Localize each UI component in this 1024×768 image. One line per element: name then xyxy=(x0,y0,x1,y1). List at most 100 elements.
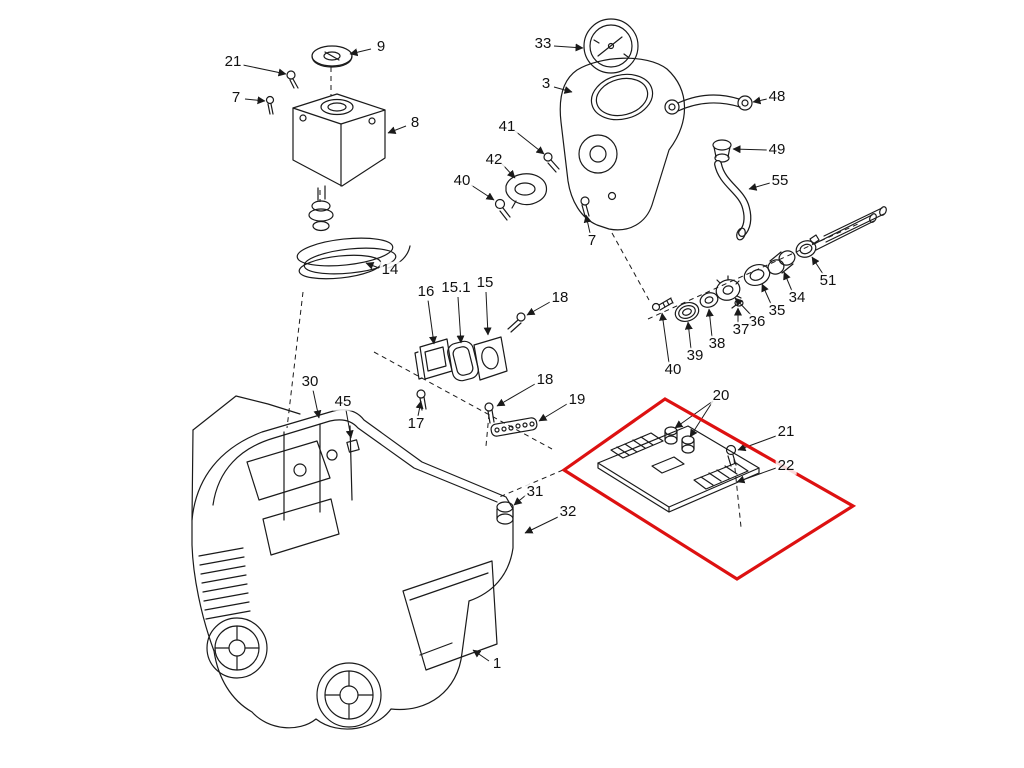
screw-21-pcb xyxy=(725,444,737,467)
leader-line xyxy=(811,256,824,275)
leader-line xyxy=(345,409,354,439)
terminal-block-left xyxy=(610,432,664,459)
fitting-49 xyxy=(712,139,732,163)
leader-line xyxy=(734,297,752,316)
part-label-42: 42 xyxy=(483,150,505,169)
coupler-34 xyxy=(767,250,796,275)
leader-line xyxy=(472,649,490,662)
clamp-51 xyxy=(795,234,820,258)
part-label-45: 45 xyxy=(332,392,354,411)
plate-15 xyxy=(473,336,508,381)
leader-line xyxy=(496,383,536,407)
part-label-21: 21 xyxy=(775,422,797,441)
part-label-34: 34 xyxy=(786,288,808,307)
washer-38 xyxy=(699,292,719,308)
screw-17 xyxy=(416,389,427,411)
leader-line xyxy=(705,308,714,338)
relay xyxy=(651,456,685,474)
part-label-8: 8 xyxy=(408,113,422,132)
construction-line xyxy=(373,351,553,450)
part-label-20: 20 xyxy=(710,386,732,405)
part-label-3: 3 xyxy=(539,74,553,93)
part-label-31: 31 xyxy=(524,482,546,501)
part-label-41: 41 xyxy=(496,117,518,136)
leader-line xyxy=(583,214,592,234)
leader-line xyxy=(514,130,545,155)
gauge-bracket-panel xyxy=(559,57,686,231)
construction-line xyxy=(496,469,564,499)
part-label-18: 18 xyxy=(549,288,571,307)
impeller-36 xyxy=(715,275,742,301)
leader-line xyxy=(242,64,287,77)
construction-line xyxy=(286,291,304,429)
terminal-strip-19 xyxy=(490,417,538,437)
leader-line xyxy=(387,125,407,135)
leader-line xyxy=(732,145,768,154)
part-label-55: 55 xyxy=(769,171,791,190)
leader-line xyxy=(783,271,793,292)
leader-line xyxy=(470,184,495,201)
capacitor-20b xyxy=(681,435,695,454)
screw-21-tank xyxy=(286,70,299,89)
clip-45 xyxy=(346,439,360,453)
leader-line xyxy=(524,516,559,534)
part-label-35: 35 xyxy=(766,301,788,320)
leader-line xyxy=(526,301,551,316)
part-label-39: 39 xyxy=(684,346,706,365)
leader-line xyxy=(513,494,527,506)
part-label-49: 49 xyxy=(766,140,788,159)
chassis-housing xyxy=(191,395,514,730)
plate-16 xyxy=(414,338,453,380)
rear-wheel xyxy=(206,617,268,679)
part-label-22: 22 xyxy=(775,456,797,475)
screw-40-knob xyxy=(494,198,511,221)
part-label-14: 14 xyxy=(379,260,401,279)
leader-line xyxy=(684,321,693,350)
part-label-19: 19 xyxy=(566,390,588,409)
part-label-7: 7 xyxy=(585,231,599,250)
knob-42 xyxy=(505,173,548,209)
highlight-box xyxy=(561,397,857,581)
part-label-21: 21 xyxy=(222,52,244,71)
part-label-16: 16 xyxy=(415,282,437,301)
part-label-40: 40 xyxy=(451,171,473,190)
part-label-7: 7 xyxy=(229,88,243,107)
leader-line xyxy=(365,261,380,270)
construction-layer xyxy=(286,67,859,528)
part-label-33: 33 xyxy=(532,34,554,53)
part-label-15.1: 15.1 xyxy=(439,278,473,297)
leader-line xyxy=(748,182,771,191)
leader-layer xyxy=(242,43,824,662)
part-label-32: 32 xyxy=(557,502,579,521)
part-label-15: 15 xyxy=(474,273,496,292)
screw-18-lower xyxy=(484,402,495,424)
part-label-48: 48 xyxy=(766,87,788,106)
leader-line xyxy=(415,400,424,417)
construction-line xyxy=(611,232,650,301)
part-label-36: 36 xyxy=(746,312,768,331)
screw-7-panel xyxy=(580,196,590,217)
bracket-31 xyxy=(496,501,514,525)
part-label-38: 38 xyxy=(706,334,728,353)
leader-line xyxy=(312,389,322,419)
screw-7-tank xyxy=(265,95,275,115)
part-label-9: 9 xyxy=(374,37,388,56)
tank-cap xyxy=(311,45,353,68)
part-label-37: 37 xyxy=(730,320,752,339)
ring-39 xyxy=(674,301,700,323)
screw-41 xyxy=(543,152,560,173)
outlet-tubes xyxy=(813,206,887,251)
terminal-block-right xyxy=(693,462,749,490)
tank-grommet xyxy=(308,185,334,232)
leader-line xyxy=(736,467,777,484)
part-label-30: 30 xyxy=(299,372,321,391)
leader-line xyxy=(737,435,777,452)
leader-line xyxy=(659,312,670,364)
part-label-17: 17 xyxy=(405,414,427,433)
leader-line xyxy=(553,43,584,52)
capacitor-20a xyxy=(664,426,678,445)
leader-line xyxy=(553,86,573,94)
bolt-40 xyxy=(651,297,674,312)
